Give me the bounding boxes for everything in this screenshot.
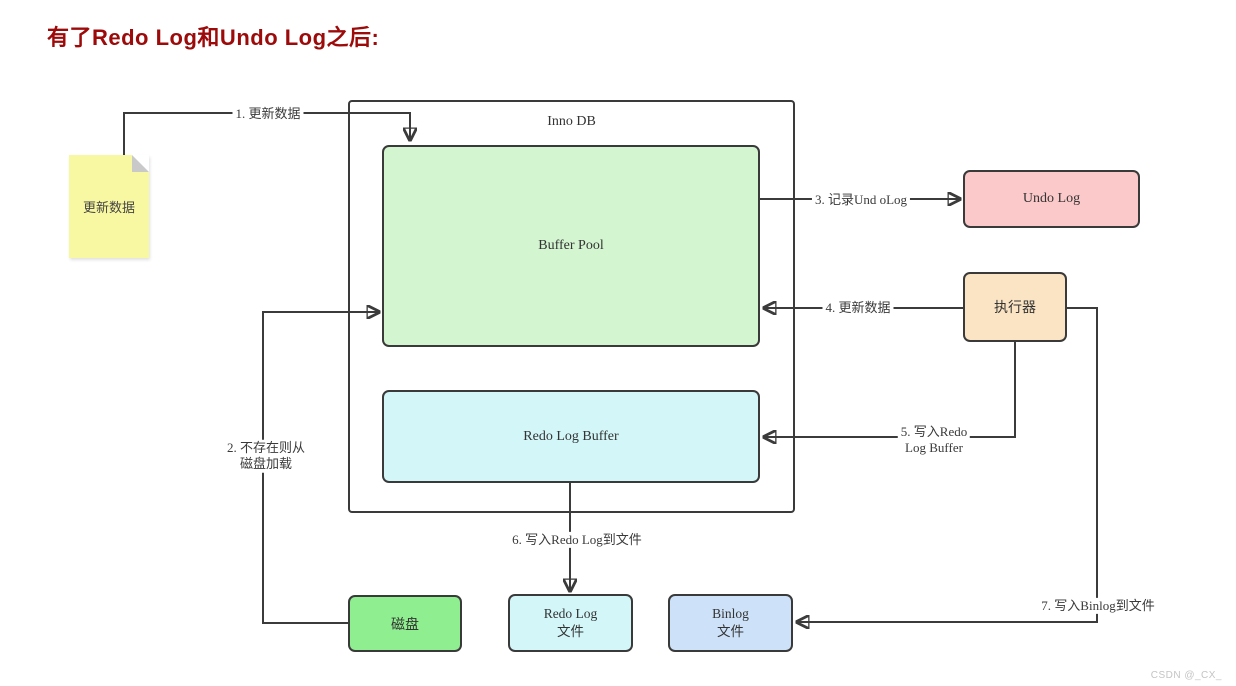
redo-log-file-label: Redo Log 文件 [543, 605, 598, 639]
redo-log-file-box: Redo Log 文件 [508, 594, 633, 652]
edge-label-step3: 3. 记录Und oLog [811, 191, 911, 209]
edge-label-step2: 2. 不存在则从 磁盘加载 [223, 439, 309, 473]
edge-label-step4: 4. 更新数据 [822, 299, 894, 317]
disk-box: 磁盘 [348, 595, 462, 652]
edge-label-step1: 1. 更新数据 [232, 105, 304, 123]
edge-step5-write-redo-buffer [764, 342, 1016, 437]
edge-label-step7: 7. 写入Binlog到文件 [1038, 597, 1158, 615]
csdn-watermark: CSDN @_CX_ [1150, 670, 1222, 681]
executor-label: 执行器 [994, 301, 1036, 316]
update-data-note-label: 更新数据 [82, 200, 135, 215]
buffer-pool-box: Buffer Pool [382, 145, 760, 347]
binlog-file-box: Binlog 文件 [668, 594, 793, 652]
edge-label-step5: 5. 写入Redo Log Buffer [897, 423, 971, 457]
undo-log-box: Undo Log [963, 170, 1140, 228]
undo-log-label: Undo Log [1022, 191, 1081, 206]
redo-log-buffer-box: Redo Log Buffer [382, 390, 760, 483]
edge-step7-write-binlog-file [797, 307, 1098, 622]
update-data-note: 更新数据 [69, 155, 149, 258]
innodb-label: Inno DB [547, 114, 596, 129]
edge-label-step6: 6. 写入Redo Log到文件 [509, 531, 645, 549]
page-title: 有了Redo Log和Undo Log之后: [47, 25, 380, 50]
disk-label: 磁盘 [391, 617, 419, 633]
buffer-pool-label: Buffer Pool [538, 238, 604, 253]
redo-log-buffer-label: Redo Log Buffer [523, 428, 619, 444]
executor-box: 执行器 [963, 272, 1067, 342]
binlog-file-label: Binlog 文件 [712, 605, 749, 639]
innodb-container: Inno DB [348, 100, 795, 513]
